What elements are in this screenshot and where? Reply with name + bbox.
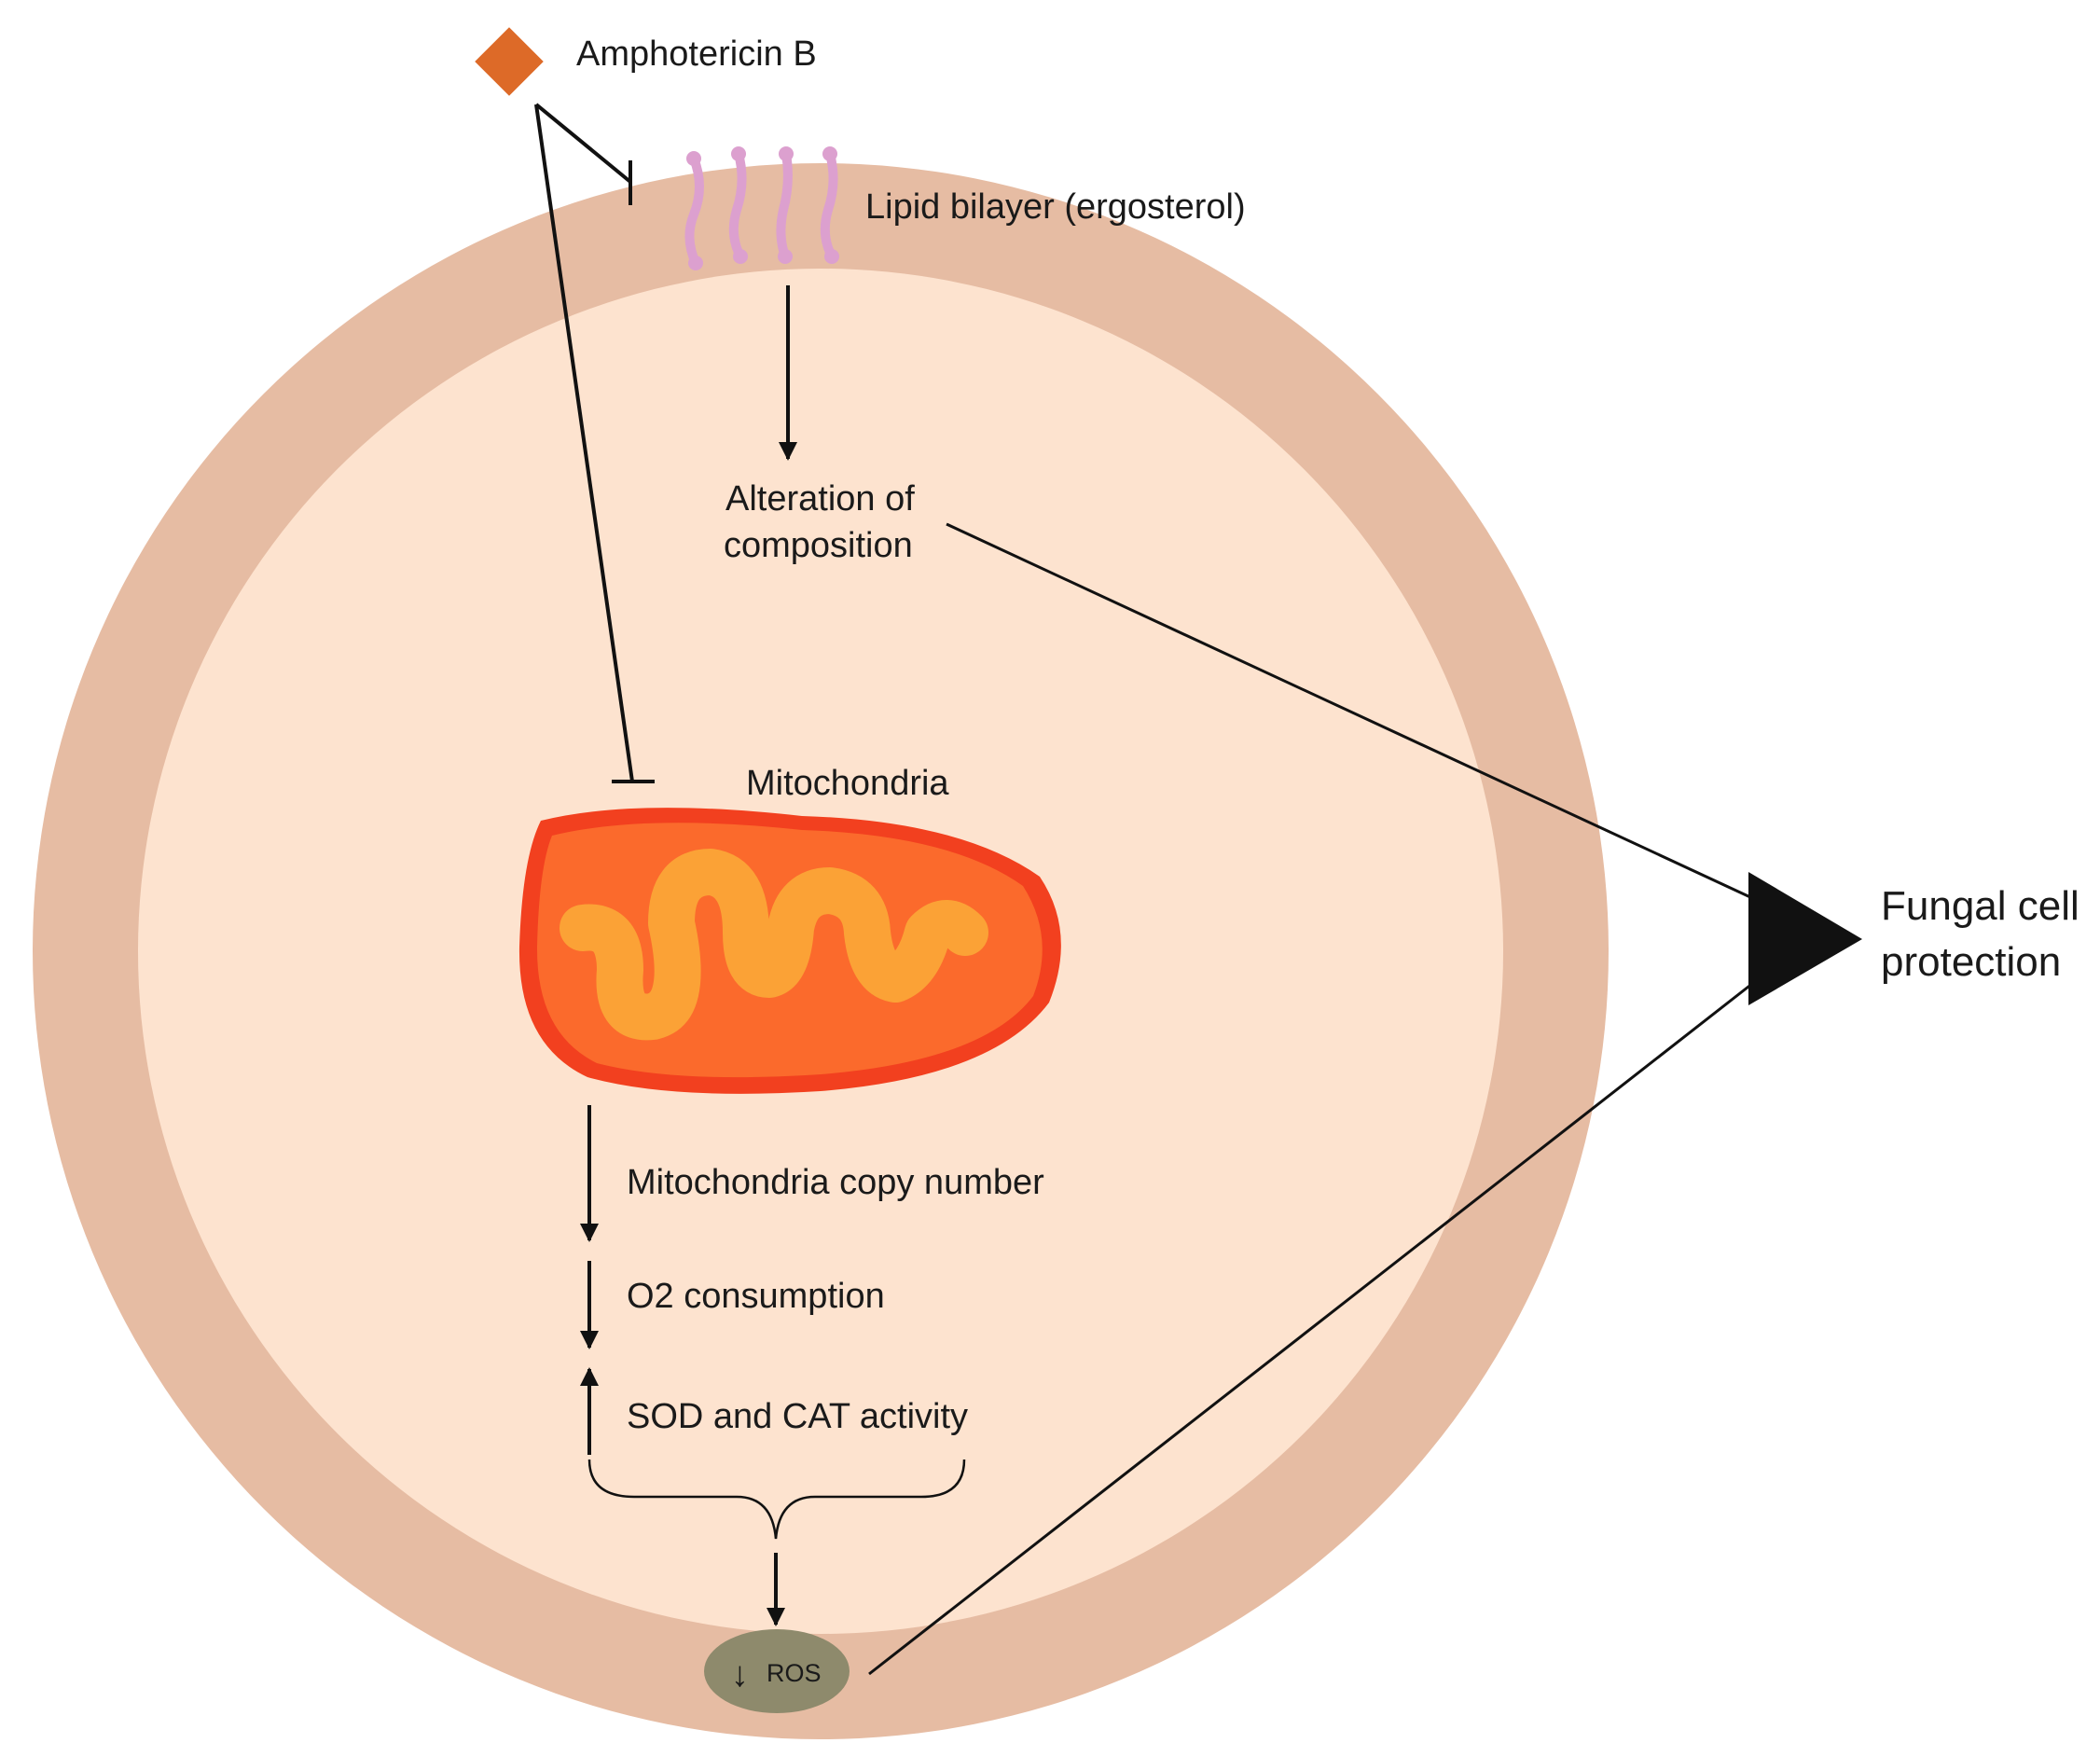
lipid-molecule-4 bbox=[820, 149, 838, 261]
protection-label-line1: Fungal cell bbox=[1881, 883, 2079, 929]
lipid-head bbox=[688, 256, 703, 270]
inhibition-edges bbox=[534, 103, 655, 783]
ros-label: ROS bbox=[767, 1659, 822, 1687]
lipid-head bbox=[686, 151, 701, 166]
lipid-molecule-2 bbox=[728, 149, 747, 261]
lipid-head bbox=[733, 249, 748, 264]
ros-down-arrow-icon: ↓ bbox=[731, 1655, 749, 1695]
alteration-label-line1: Alteration of bbox=[725, 479, 915, 519]
lipid-head bbox=[778, 249, 793, 264]
mitochondria-label: Mitochondria bbox=[746, 764, 949, 803]
o2-consumption-label: O2 consumption bbox=[627, 1277, 885, 1316]
alteration-label-line2: composition bbox=[724, 526, 913, 565]
lipid-head bbox=[822, 146, 837, 161]
line-ros-to-protection bbox=[868, 968, 1771, 1676]
lipid-bilayer bbox=[684, 149, 838, 268]
lipid-head bbox=[731, 146, 746, 161]
ros-ellipse bbox=[704, 1629, 850, 1713]
amphotericin-b-label: Amphotericin B bbox=[576, 35, 817, 74]
amphotericin-b-diamond-icon bbox=[475, 27, 544, 96]
lipid-heads bbox=[686, 146, 839, 270]
lipid-molecule-3 bbox=[776, 149, 793, 261]
protection-arrowhead-icon bbox=[1748, 872, 1862, 1005]
inhibit-line-to-mitochondria bbox=[534, 104, 634, 782]
mitochondria-organelle-icon bbox=[518, 808, 1061, 1094]
lipid-head bbox=[824, 249, 839, 264]
copy-number-label: Mitochondria copy number bbox=[627, 1163, 1044, 1202]
mitochondria-cristae bbox=[560, 849, 988, 1041]
line-alteration-to-protection bbox=[946, 522, 1777, 911]
lipid-molecule-1 bbox=[684, 154, 704, 268]
curly-brace bbox=[587, 1459, 966, 1540]
lipid-bilayer-label: Lipid bilayer (ergosterol) bbox=[865, 187, 1246, 227]
sod-cat-label: SOD and CAT activity bbox=[627, 1397, 968, 1436]
lipid-head bbox=[779, 146, 794, 161]
protection-edges bbox=[868, 522, 1777, 1676]
inhibit-line-to-membrane bbox=[534, 103, 632, 184]
protection-label-line2: protection bbox=[1881, 939, 2061, 985]
